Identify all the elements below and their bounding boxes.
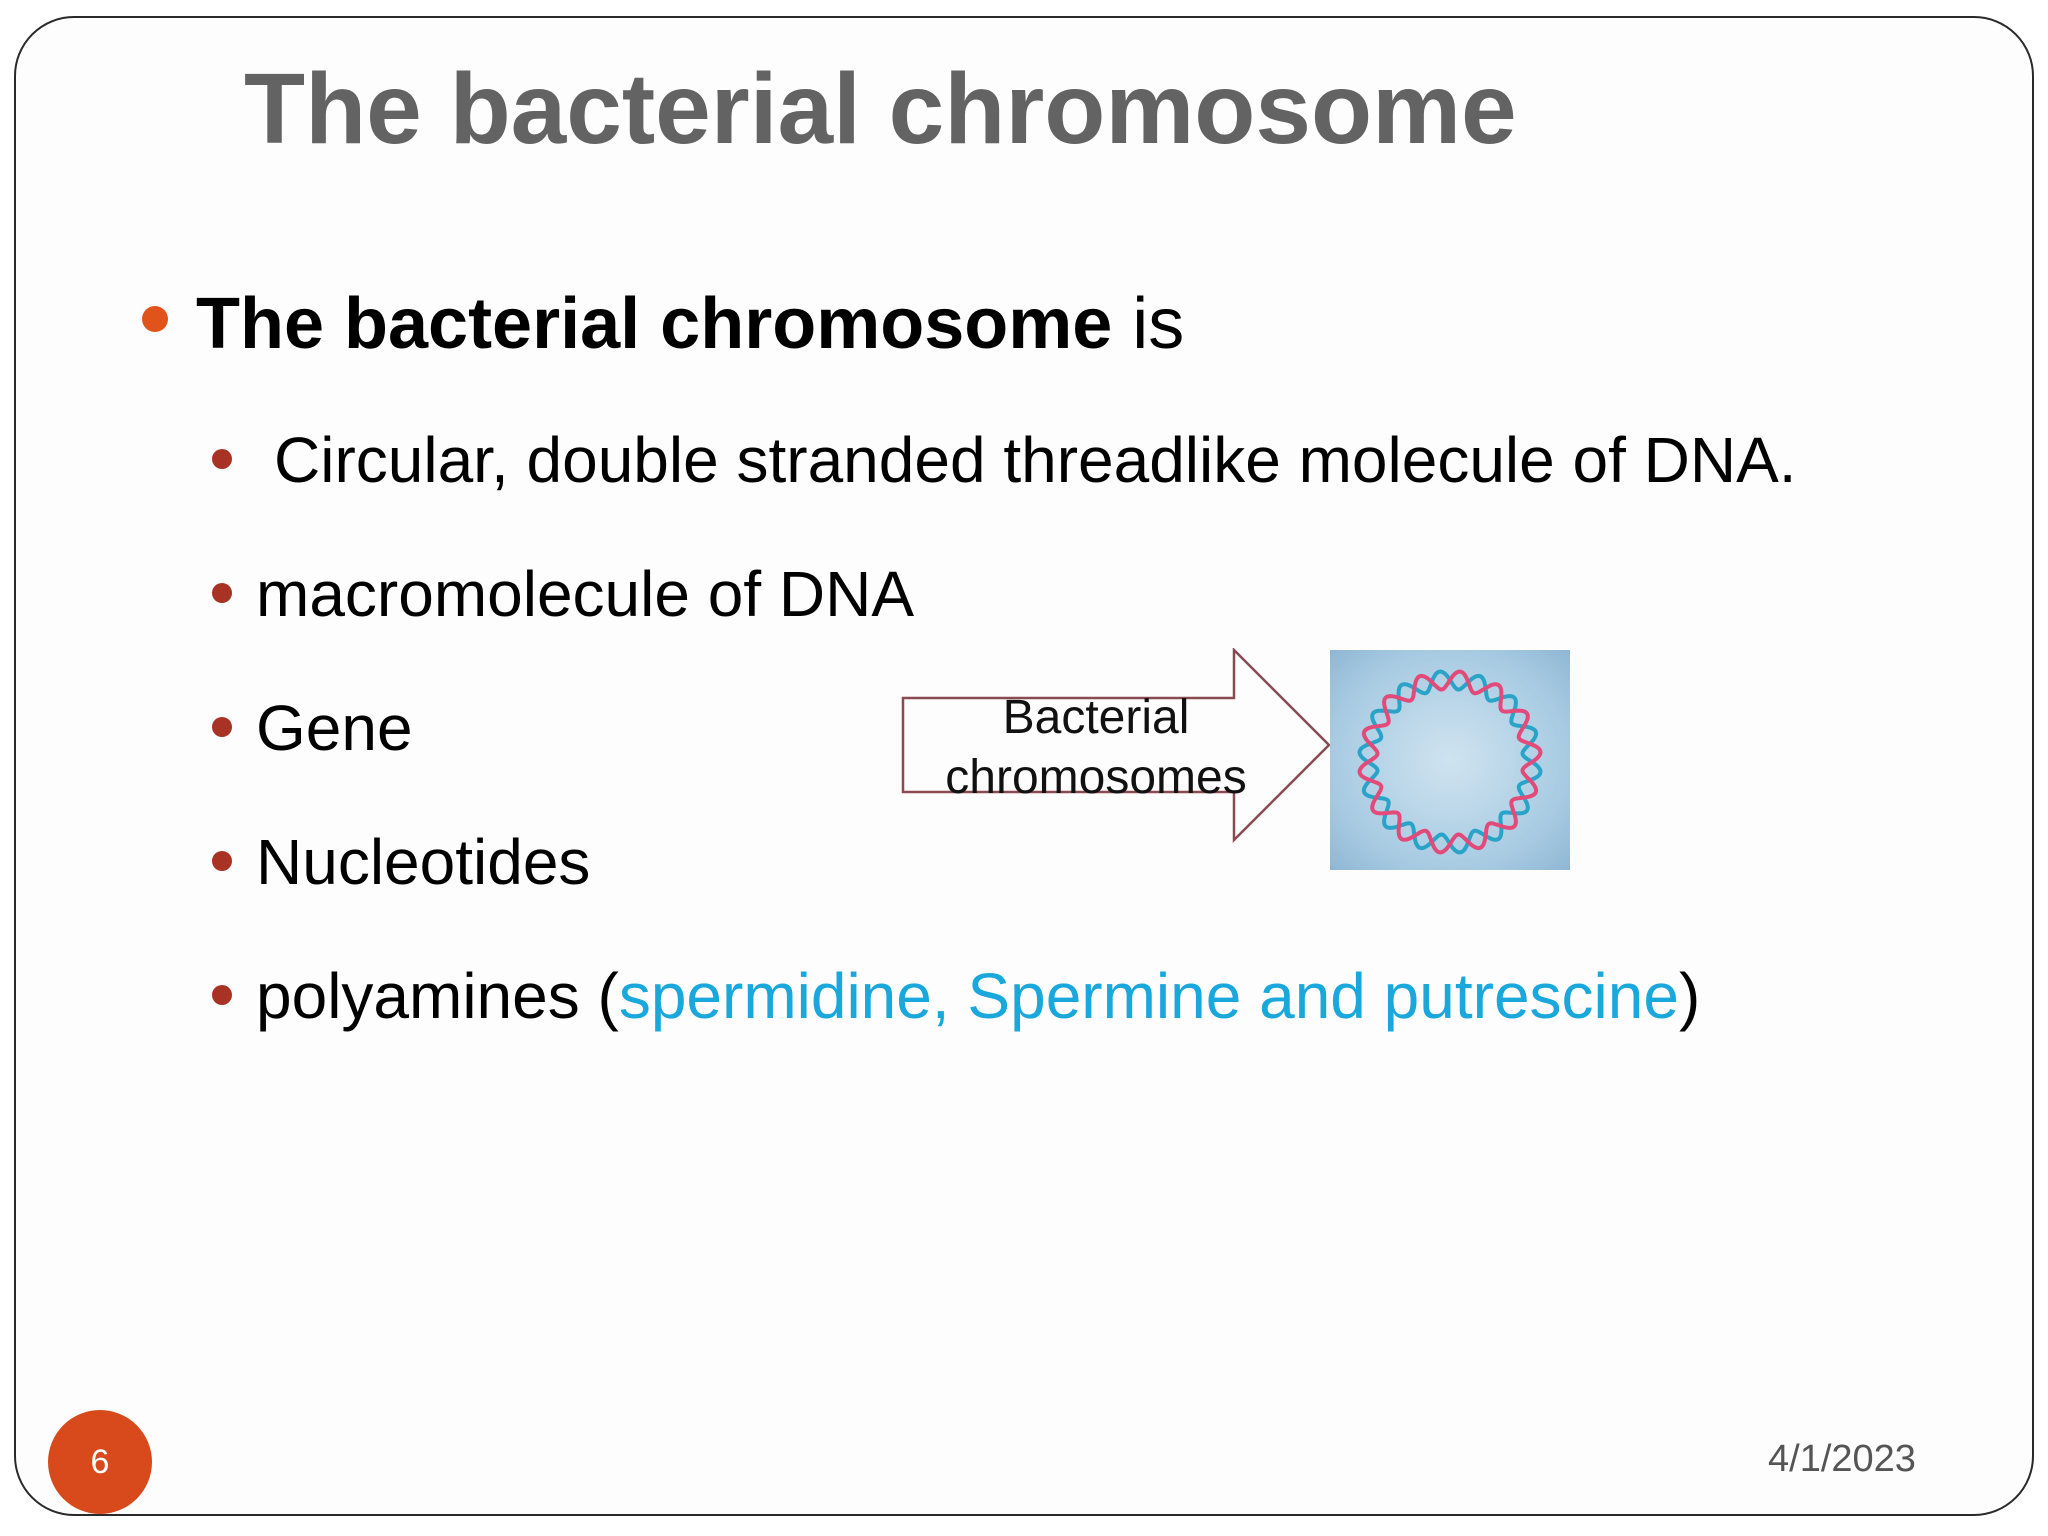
circular-dna-image [1330, 650, 1570, 870]
sub-bullet-icon [212, 449, 232, 469]
page-number-badge: 6 [48, 1410, 152, 1514]
sub-bullet-icon [212, 851, 232, 871]
slide-date: 4/1/2023 [1768, 1438, 1916, 1480]
sub-bullet-4: Nucleotides [256, 826, 591, 898]
main-bullet-icon [142, 306, 168, 332]
callout-line-2: chromosomes [945, 751, 1247, 804]
sub-bullet-icon [212, 583, 232, 603]
callout-label: Bacterial chromosomes [901, 688, 1291, 808]
sub-bullet-icon [212, 717, 232, 737]
sub-bullet-2: macromolecule of DNA [256, 558, 914, 630]
main-bullet-rest: is [1112, 284, 1185, 364]
right-arrow-shape [901, 646, 1331, 844]
callout-arrow: Bacterial chromosomes [901, 646, 1331, 844]
main-bullet: The bacterial chromosome is [196, 288, 1184, 360]
sub-bullet-1: Circular, double stranded threadlike mol… [274, 424, 1797, 496]
sub-bullet-5-suffix: ) [1678, 960, 1701, 1032]
sub-bullet-5: polyamines (spermidine, Spermine and put… [256, 964, 1700, 1028]
main-bullet-bold: The bacterial chromosome [196, 284, 1113, 364]
dna-strand-pink [1357, 669, 1543, 855]
callout-line-1: Bacterial [1002, 691, 1190, 744]
sub-bullet-5-prefix: polyamines ( [256, 960, 619, 1032]
sub-bullet-5-highlight: spermidine, Spermine and putrescine [618, 960, 1679, 1032]
sub-bullet-icon [212, 985, 232, 1005]
sub-bullet-3: Gene [256, 692, 413, 764]
slide-title: The bacterial chromosome [244, 53, 1517, 165]
slide-frame: The bacterial chromosome The bacterial c… [14, 16, 2034, 1516]
